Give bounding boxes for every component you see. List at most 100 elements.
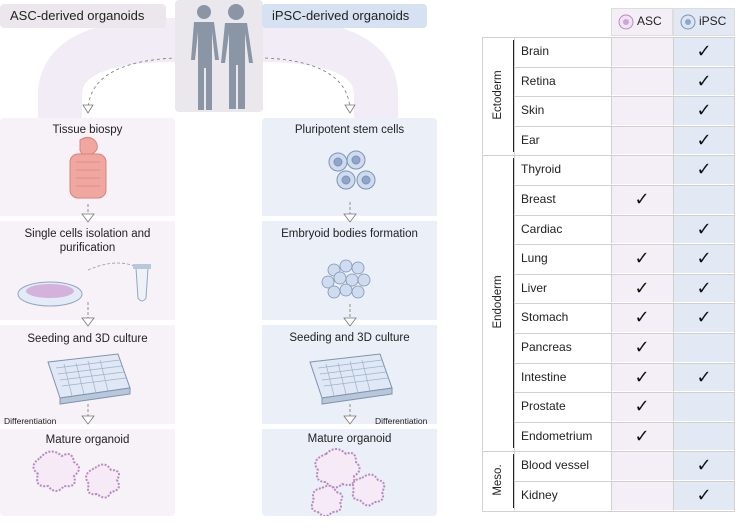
ipsc-header: iPSC-derived organoids bbox=[262, 4, 427, 28]
intestine-icon bbox=[69, 136, 107, 199]
asc-cell bbox=[611, 155, 673, 185]
ipsc-check-icon: ✓ bbox=[696, 41, 712, 62]
tissue-label: Stomach bbox=[521, 310, 569, 325]
ipsc-step-label: Seeding and 3D culture bbox=[289, 332, 410, 344]
tissue-label: Blood vessel bbox=[521, 458, 590, 473]
asc-cell bbox=[611, 303, 673, 333]
tissue-cell bbox=[514, 37, 611, 67]
ipsc-differentiation-label: Differentiation bbox=[375, 416, 428, 426]
ipsc-check-icon: ✓ bbox=[696, 70, 712, 92]
tissue-label: Kidney bbox=[521, 488, 558, 502]
asc-illustrations bbox=[17, 136, 151, 499]
ipsc-check-icon: ✓ bbox=[696, 366, 712, 388]
asc-cell bbox=[611, 451, 673, 481]
embryoid-body-icon bbox=[321, 259, 371, 299]
tissue-label: Lung bbox=[521, 251, 548, 266]
ipsc-cell-icon bbox=[680, 14, 696, 30]
ipsc-check-icon: ✓ bbox=[696, 455, 712, 477]
asc-cell bbox=[611, 421, 673, 452]
asc-cell bbox=[611, 481, 673, 511]
group-cell bbox=[482, 155, 514, 452]
ipsc-cell bbox=[673, 481, 735, 511]
ipsc-check-icon: ✓ bbox=[696, 277, 712, 299]
asc-cell bbox=[611, 125, 673, 156]
ipsc-cell bbox=[673, 451, 735, 481]
group-bracket bbox=[513, 158, 514, 449]
asc-check-icon: ✓ bbox=[634, 189, 650, 210]
ipsc-cell bbox=[673, 66, 735, 97]
tissue-label: Ear bbox=[521, 132, 540, 147]
ipsc-cell bbox=[673, 303, 735, 333]
tissue-label: Intestine bbox=[521, 369, 567, 384]
ipsc-check-icon: ✓ bbox=[696, 485, 712, 506]
ipsc-check-icon: ✓ bbox=[696, 248, 712, 270]
pipette-tube-icon bbox=[133, 264, 151, 302]
ipsc-check-icon: ✓ bbox=[696, 218, 712, 240]
ipsc-illustrations bbox=[309, 150, 393, 516]
organoid-icon bbox=[310, 448, 386, 516]
tissue-cell bbox=[514, 66, 611, 97]
tissue-label: Cardiac bbox=[521, 221, 563, 236]
tissue-cell bbox=[514, 214, 611, 245]
ipsc-cell bbox=[673, 37, 735, 67]
tissue-cell bbox=[514, 392, 611, 422]
ipsc-cell bbox=[673, 362, 735, 393]
ipsc-check-icon: ✓ bbox=[696, 307, 712, 329]
asc-step-label: Tissue biospy bbox=[52, 124, 123, 136]
ipsc-cell bbox=[673, 333, 735, 363]
asc-cell bbox=[611, 244, 673, 274]
ipsc-cell bbox=[673, 273, 735, 304]
well-plate-icon bbox=[309, 353, 393, 405]
group-label: Endoderm bbox=[492, 275, 504, 329]
tissue-label: Breast bbox=[521, 192, 556, 206]
ipsc-step-label: Mature organoid bbox=[307, 433, 392, 445]
asc-check-icon: ✓ bbox=[634, 337, 650, 358]
tissue-cell bbox=[514, 96, 611, 126]
asc-header: ASC-derived organoids bbox=[0, 4, 166, 28]
asc-cell bbox=[611, 333, 673, 363]
asc-cell bbox=[611, 392, 673, 422]
asc-cell bbox=[611, 37, 673, 67]
asc-separator bbox=[0, 424, 175, 429]
ipsc-cell bbox=[673, 214, 735, 245]
asc-cell bbox=[611, 185, 673, 215]
group-label: Ectoderm bbox=[492, 70, 504, 120]
tissue-cell bbox=[514, 333, 611, 363]
petri-dish-icon bbox=[17, 281, 83, 307]
ipsc-check-icon: ✓ bbox=[696, 129, 712, 151]
tissue-cell bbox=[514, 273, 611, 304]
asc-cell bbox=[611, 362, 673, 393]
tissue-label: Prostate bbox=[521, 399, 566, 414]
asc-check-icon: ✓ bbox=[634, 366, 650, 388]
group-bracket bbox=[513, 454, 514, 508]
group-bracket bbox=[513, 40, 514, 153]
tissue-cell bbox=[514, 481, 611, 511]
stem-cells-icon bbox=[328, 150, 376, 190]
asc-cell bbox=[611, 214, 673, 245]
tissue-label: Thyroid bbox=[521, 162, 562, 177]
ipsc-step-label: Embryoid bodies formation bbox=[281, 228, 418, 240]
asc-cell bbox=[611, 273, 673, 304]
ipsc-check-icon: ✓ bbox=[696, 100, 712, 122]
group-cell bbox=[482, 37, 514, 156]
ipsc-cell bbox=[673, 96, 735, 126]
ipsc-cell bbox=[673, 185, 735, 215]
ipsc-cell bbox=[673, 244, 735, 274]
asc-check-icon: ✓ bbox=[634, 307, 650, 329]
ipsc-separator bbox=[262, 424, 437, 429]
asc-check-icon: ✓ bbox=[634, 277, 650, 299]
asc-cell bbox=[611, 66, 673, 97]
ipsc-cell bbox=[673, 125, 735, 156]
group-cell bbox=[482, 451, 514, 511]
ipsc-cell bbox=[673, 421, 735, 452]
asc-step-label: Single cells isolation and purification bbox=[24, 228, 151, 254]
tissue-cell bbox=[514, 451, 611, 481]
tissue-cell bbox=[514, 125, 611, 156]
ipsc-column-label: iPSC bbox=[699, 14, 727, 28]
tissue-cell bbox=[514, 362, 611, 393]
tissue-cell bbox=[514, 155, 611, 185]
tissue-label: Endometrium bbox=[521, 428, 593, 443]
tissue-label: Pancreas bbox=[521, 340, 572, 354]
well-plate-icon bbox=[47, 353, 131, 405]
